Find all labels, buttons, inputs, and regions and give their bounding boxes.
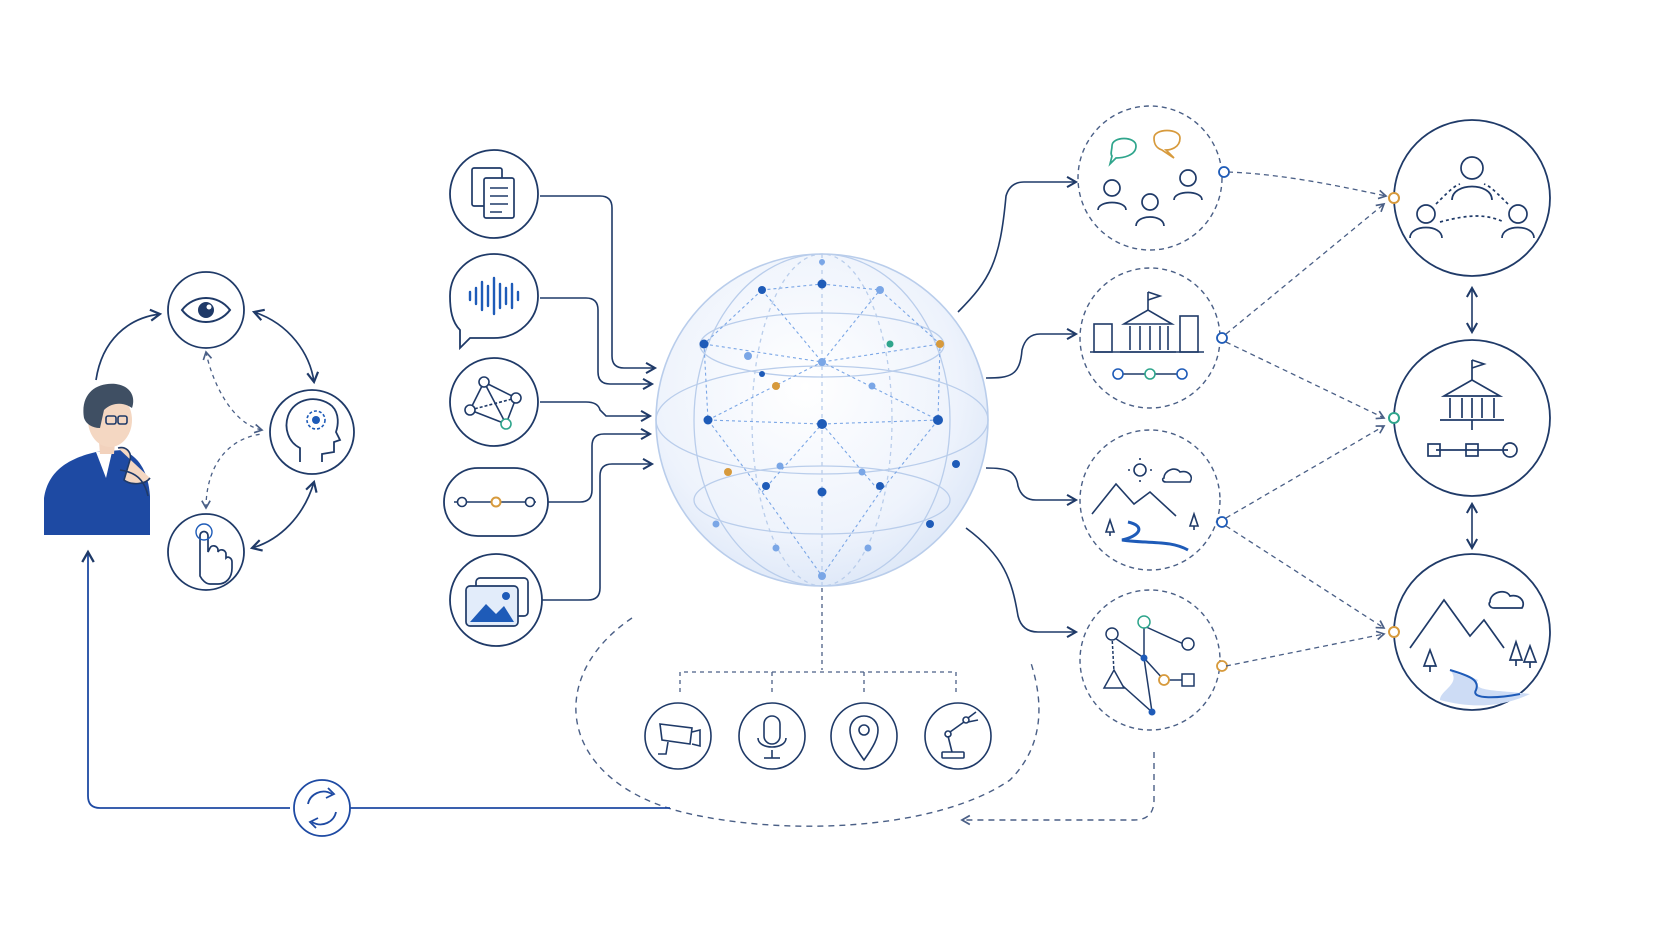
timeline-connector: [548, 427, 653, 503]
feedback-loop: [81, 549, 1155, 837]
environment-context[interactable]: [1079, 429, 1228, 571]
microphone-icon: [757, 715, 787, 759]
contexts-group: [1077, 105, 1230, 731]
institutional-port: [1216, 332, 1228, 344]
images-connector: [540, 457, 655, 601]
institutional-context[interactable]: [1079, 267, 1228, 409]
image-gallery-icon: [465, 577, 529, 627]
sphere-node-2: [758, 286, 766, 294]
social-port: [1218, 166, 1230, 178]
world-models: [1388, 119, 1551, 711]
institution-flow-icon: [1427, 359, 1518, 458]
sphere-node-20: [762, 482, 770, 490]
thinking-person-icon: [44, 383, 151, 535]
brain-head-icon: [285, 398, 342, 462]
sphere-node-3: [817, 279, 827, 289]
audio-node[interactable]: [449, 253, 539, 351]
sphere-node-9: [936, 340, 944, 348]
refresh-node[interactable]: [293, 779, 351, 837]
sphere-node-25: [772, 544, 780, 552]
timeline-node[interactable]: [443, 467, 549, 537]
sphere-node-10: [759, 371, 765, 377]
landscape-icon: [1091, 458, 1200, 552]
people-network-icon: [1409, 156, 1535, 239]
observe-node[interactable]: [167, 271, 245, 349]
sphere-nodes: [699, 259, 960, 580]
sphere-node-5: [699, 339, 709, 349]
images-node[interactable]: [449, 553, 543, 647]
timeline-icon: [454, 496, 536, 508]
shapes-graph-icon: [1102, 615, 1195, 716]
graph-connector: [540, 401, 653, 423]
sphere-output-connectors: [957, 175, 1079, 639]
sphere-node-24: [926, 520, 934, 528]
knowledge-sphere-icon: [655, 253, 989, 587]
governance-model[interactable]: [1388, 339, 1551, 497]
nature-port: [1388, 626, 1400, 638]
loop-arrow-think-act: [249, 479, 318, 552]
sphere-node-16: [776, 462, 784, 470]
sphere-node-23: [712, 520, 720, 528]
society-port: [1388, 192, 1400, 204]
audio-waveform-icon: [468, 276, 520, 316]
sphere-node-8: [886, 340, 894, 348]
microphone-node[interactable]: [738, 702, 806, 770]
sphere-node-22: [876, 482, 884, 490]
location-node[interactable]: [830, 702, 898, 770]
sphere-node-12: [868, 382, 876, 390]
social-context[interactable]: [1077, 105, 1230, 251]
pointing-hand-icon: [195, 523, 233, 585]
conversation-people-icon: [1097, 129, 1203, 227]
documents-node[interactable]: [449, 149, 539, 239]
environment-port: [1216, 516, 1228, 528]
network-graph-icon: [464, 376, 522, 430]
context-model-links: [1225, 171, 1388, 667]
sphere-node-14: [817, 419, 827, 429]
sphere-node-4: [876, 286, 884, 294]
sphere-node-7: [818, 358, 826, 366]
context-feedback-dashed: [960, 752, 1155, 826]
documents-icon: [471, 167, 515, 219]
sphere-node-11: [772, 382, 780, 390]
sphere-node-15: [933, 415, 943, 425]
sphere-node-6: [744, 352, 752, 360]
sphere-node-26: [864, 544, 872, 552]
graph-node[interactable]: [449, 357, 539, 447]
loop-dashed-observe-think: [202, 350, 264, 434]
think-node[interactable]: [269, 389, 355, 475]
abstract-context[interactable]: [1079, 589, 1228, 731]
audio-connector: [540, 297, 655, 391]
sphere-node-27: [818, 572, 826, 580]
loop-dashed-act-think: [201, 433, 263, 510]
robot-arm-icon: [941, 711, 979, 759]
sphere-node-21: [817, 487, 827, 497]
camera-node[interactable]: [644, 702, 712, 770]
security-camera-icon: [658, 723, 701, 755]
sphere-node-13: [703, 415, 713, 425]
city-institution-icon: [1090, 291, 1204, 380]
location-pin-icon: [849, 715, 879, 762]
sphere-node-1: [819, 259, 825, 265]
mountain-landscape-icon: [1409, 590, 1538, 706]
loop-arrow-observe-think: [251, 308, 320, 385]
sensor-loop-dashed: [575, 617, 1040, 827]
society-model[interactable]: [1388, 119, 1551, 277]
perception-loop: [95, 271, 355, 591]
loop-arrow-to-observe: [95, 308, 163, 381]
sensors-group: [575, 588, 1040, 827]
sphere-node-19: [952, 460, 960, 468]
robot-node[interactable]: [924, 702, 992, 770]
eye-icon: [180, 297, 232, 323]
input-modalities: [443, 149, 658, 647]
abstract-port: [1216, 660, 1228, 672]
nature-model[interactable]: [1388, 553, 1551, 711]
sphere-node-18: [724, 468, 732, 476]
documents-connector: [540, 195, 658, 375]
act-node[interactable]: [167, 513, 245, 591]
governance-port: [1388, 412, 1400, 424]
refresh-cycle-icon: [307, 787, 337, 829]
sphere-node-17: [858, 468, 866, 476]
